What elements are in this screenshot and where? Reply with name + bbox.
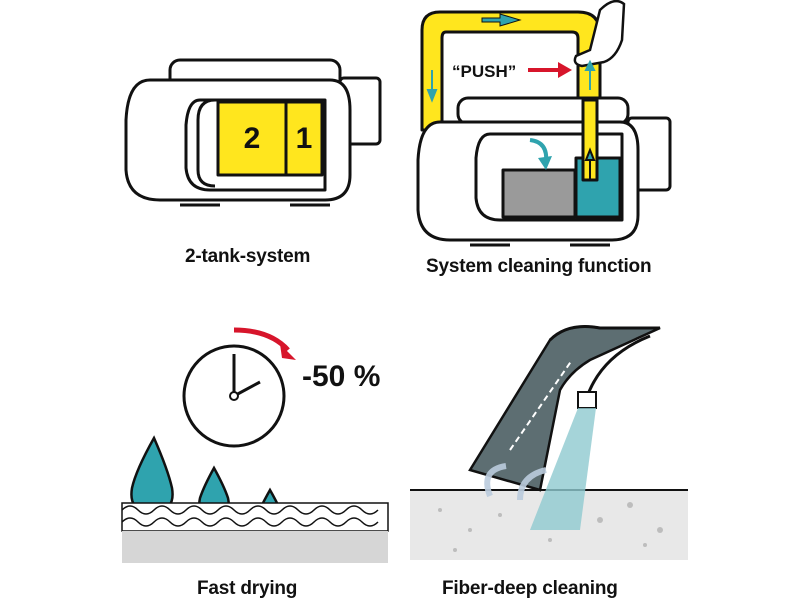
push-label: “PUSH” — [452, 62, 516, 81]
panel-fast-drying: -50 % Fast drying — [0, 300, 400, 600]
tank-2-label: 2 — [244, 122, 261, 155]
fiber-cleaning-illustration — [410, 325, 688, 560]
system-cleaning-illustration: “PUSH” — [416, 0, 672, 247]
tank-1-label: 1 — [296, 122, 313, 155]
tank-machine-illustration: 2 1 — [124, 58, 382, 207]
caption-fast-drying: Fast drying — [197, 578, 298, 599]
caption-system-cleaning: System cleaning function — [426, 256, 652, 277]
panel-fiber-cleaning: Fiber-deep cleaning — [400, 300, 800, 600]
caption-tank-system: 2-tank-system — [185, 246, 311, 267]
fast-drying-illustration: -50 % — [121, 327, 389, 563]
reduction-label: -50 % — [302, 360, 380, 393]
panel-tank-system: 2 1 2-tank-system — [0, 0, 400, 290]
caption-fiber-cleaning: Fiber-deep cleaning — [442, 578, 618, 599]
panel-system-cleaning: “PUSH” System cleaning function — [400, 0, 800, 290]
